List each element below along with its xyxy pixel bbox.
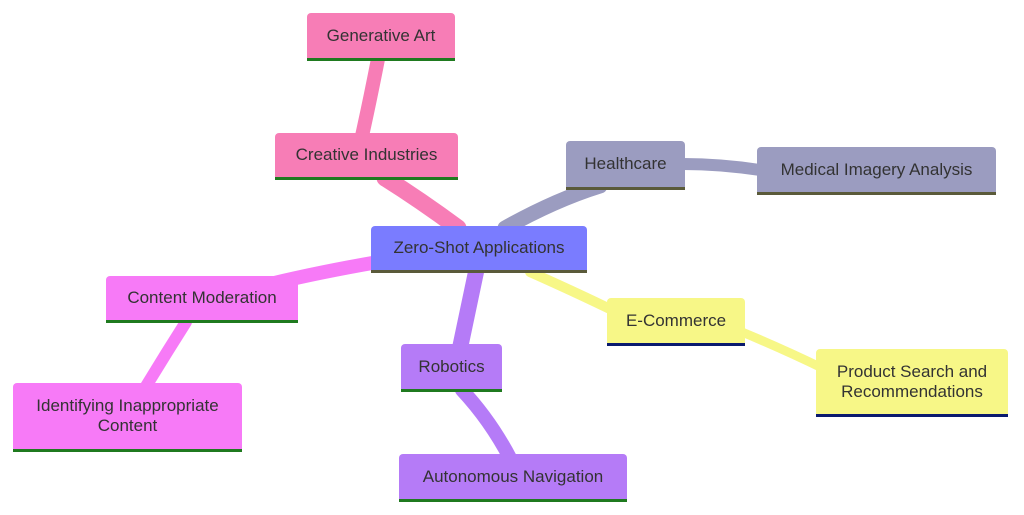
branch-node-creative-industries: Creative Industries (275, 133, 458, 180)
edge-creative-genart (355, 52, 385, 143)
edge-ecommerce-product (737, 327, 827, 373)
leaf-node-identifying-inappropriate-content: Identifying Inappropriate Content (13, 383, 242, 452)
branch-node-healthcare: Healthcare (566, 141, 685, 190)
root-node: Zero-Shot Applications (371, 226, 587, 273)
edge-robotics-auton (455, 383, 517, 465)
edge-moderation-inappropriate (139, 316, 192, 394)
edge-root-creative (376, 169, 467, 237)
edge-root-healthcare (497, 178, 608, 236)
branch-node-e-commerce: E-Commerce (607, 298, 745, 346)
edge-healthcare-medical (677, 158, 766, 176)
edge-root-ecommerce (525, 267, 617, 315)
leaf-node-product-search: Product Search and Recommendations (816, 349, 1008, 417)
leaf-node-generative-art: Generative Art (307, 13, 455, 61)
branch-node-content-moderation: Content Moderation (106, 276, 298, 323)
edge-root-robotics (452, 264, 484, 356)
leaf-node-autonomous-navigation: Autonomous Navigation (399, 454, 627, 502)
branch-node-robotics: Robotics (401, 344, 502, 392)
leaf-node-medical-imagery-analysis: Medical Imagery Analysis (757, 147, 996, 195)
